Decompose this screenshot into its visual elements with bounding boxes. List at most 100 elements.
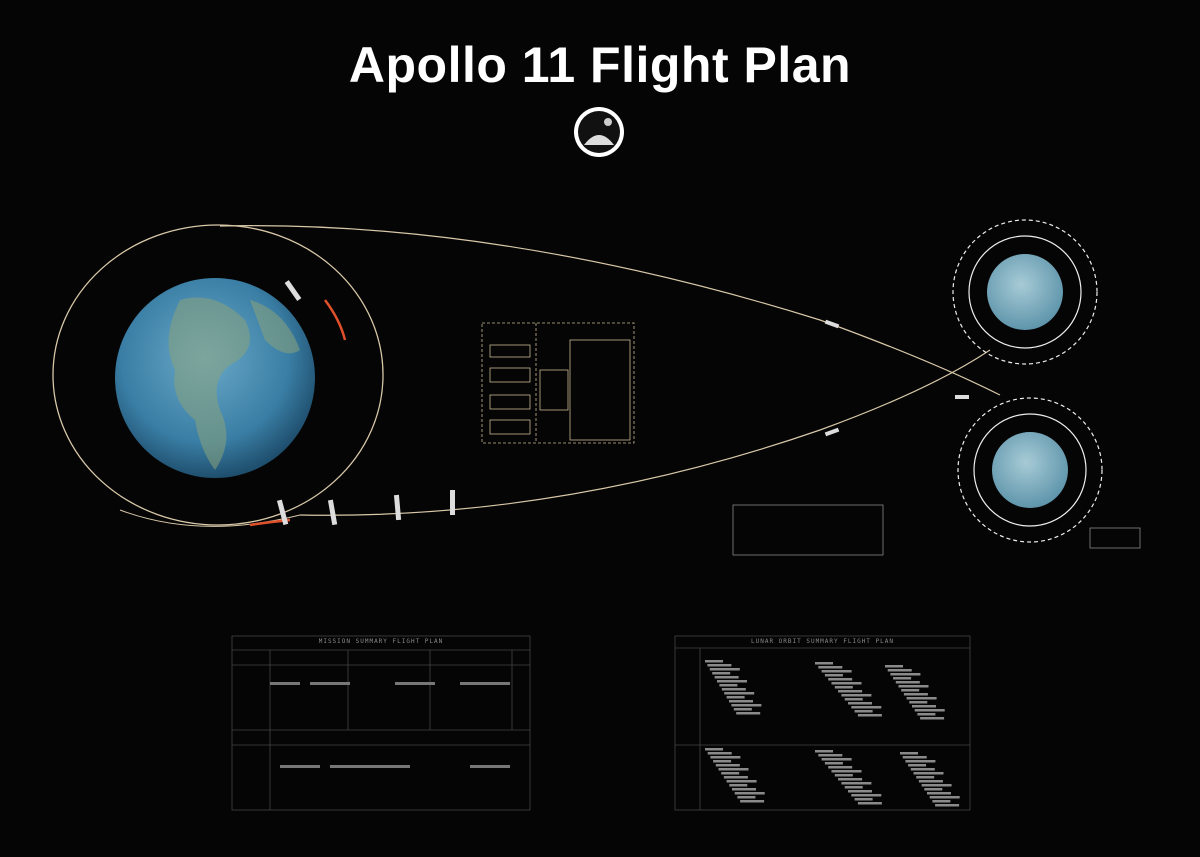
activity-bar	[910, 768, 935, 771]
activity-bar	[721, 772, 740, 775]
spacecraft-icons	[276, 280, 969, 526]
activity-bar	[848, 790, 872, 793]
activity-bar	[731, 704, 762, 707]
activity-bar	[834, 774, 853, 777]
activity-bar	[912, 705, 936, 708]
lunar-orbit-caption: LUNAR ORBIT SUMMARY FLIGHT PLAN	[751, 638, 894, 645]
activity-bar	[709, 668, 740, 671]
activity-bar	[932, 800, 951, 803]
activity-bar	[740, 800, 765, 803]
activity-bar	[712, 672, 731, 675]
activity-bar	[723, 776, 748, 779]
activity-bar	[844, 786, 863, 789]
activity-bar	[719, 684, 738, 687]
activity-bar	[900, 752, 918, 755]
activity-bar	[905, 760, 936, 763]
legend-box	[1089, 527, 1141, 549]
activity-bar	[857, 802, 882, 805]
activity-bar	[721, 688, 746, 691]
activity-bar	[902, 756, 927, 759]
saturn-v-icon	[393, 494, 402, 521]
activity-bar	[815, 750, 833, 753]
activity-bar	[924, 788, 943, 791]
activity-bar	[729, 784, 748, 787]
moon-lower	[992, 432, 1068, 508]
translunar-trajectory	[219, 225, 1001, 396]
activity-bar	[920, 717, 945, 720]
activity-bar	[918, 780, 943, 783]
activity-bar	[726, 696, 745, 699]
mission-summary-chart	[231, 635, 531, 811]
lunar-orbit-lower	[973, 413, 1087, 527]
activity-bar	[831, 682, 862, 685]
activity-bar	[828, 766, 853, 769]
activity-bar	[854, 798, 873, 801]
activity-bar	[710, 756, 741, 759]
activity-bar	[834, 686, 853, 689]
csm-icon	[824, 427, 840, 437]
activity-bar	[821, 758, 852, 761]
saturn-v-icon	[327, 499, 338, 526]
moon-upper	[987, 254, 1063, 330]
ground-organization-block	[481, 322, 635, 444]
activity-bar	[898, 685, 929, 688]
activity-bar	[903, 693, 928, 696]
activity-bar	[828, 678, 853, 681]
activity-bar	[707, 752, 732, 755]
mission-summary-bars	[270, 682, 510, 768]
activity-bar	[841, 782, 872, 785]
activity-bar	[718, 768, 749, 771]
activity-bar	[929, 796, 960, 799]
activity-bar	[916, 776, 935, 779]
abbreviations-box	[732, 504, 884, 556]
activity-bar	[851, 794, 882, 797]
activity-bar	[893, 677, 912, 680]
tli-burn	[323, 299, 347, 341]
activity-bar	[901, 689, 920, 692]
activity-bar	[713, 760, 732, 763]
activity-bar	[815, 662, 833, 665]
csm-icon	[824, 319, 840, 329]
activity-bar	[838, 778, 863, 781]
activity-bar	[724, 692, 755, 695]
apollo-11-mission-patch-logo	[574, 107, 624, 157]
activity-bar	[914, 709, 945, 712]
lunar-orbit-dashed-lower	[957, 397, 1103, 543]
activity-bar	[854, 710, 873, 713]
lunar-orbit-chart	[674, 635, 971, 811]
activity-bar	[913, 772, 944, 775]
activity-bar	[717, 680, 747, 683]
activity-bar	[887, 669, 912, 672]
earth-parking-orbit	[52, 224, 384, 526]
activity-bar	[705, 660, 723, 663]
activity-bar	[737, 796, 756, 799]
activity-bar	[909, 701, 928, 704]
activity-bar	[908, 764, 927, 767]
activity-bar	[714, 676, 739, 679]
activity-bar	[821, 670, 852, 673]
earth-continents	[168, 297, 300, 470]
activity-bar	[838, 690, 863, 693]
activity-bar	[824, 762, 843, 765]
activity-bar	[841, 694, 872, 697]
activity-bar	[895, 681, 920, 684]
activity-bar	[818, 666, 843, 669]
activity-bar	[935, 804, 960, 807]
activity-bar	[824, 674, 843, 677]
return-trajectory	[119, 509, 301, 527]
activity-bar	[707, 664, 732, 667]
activity-bar	[885, 665, 903, 668]
activity-bar	[921, 784, 952, 787]
saturn-v-icon	[450, 490, 455, 515]
lunar-orbit-dashed-upper	[952, 219, 1098, 365]
page-title: Apollo 11 Flight Plan	[348, 37, 852, 93]
activity-bar	[851, 706, 882, 709]
lunar-orbit-bars	[705, 660, 960, 807]
saturn-v-icon	[284, 280, 302, 301]
activity-bar	[857, 714, 882, 717]
transearth-trajectory	[299, 349, 991, 516]
activity-bar	[917, 713, 936, 716]
activity-bar	[733, 708, 752, 711]
activity-bar	[906, 697, 937, 700]
